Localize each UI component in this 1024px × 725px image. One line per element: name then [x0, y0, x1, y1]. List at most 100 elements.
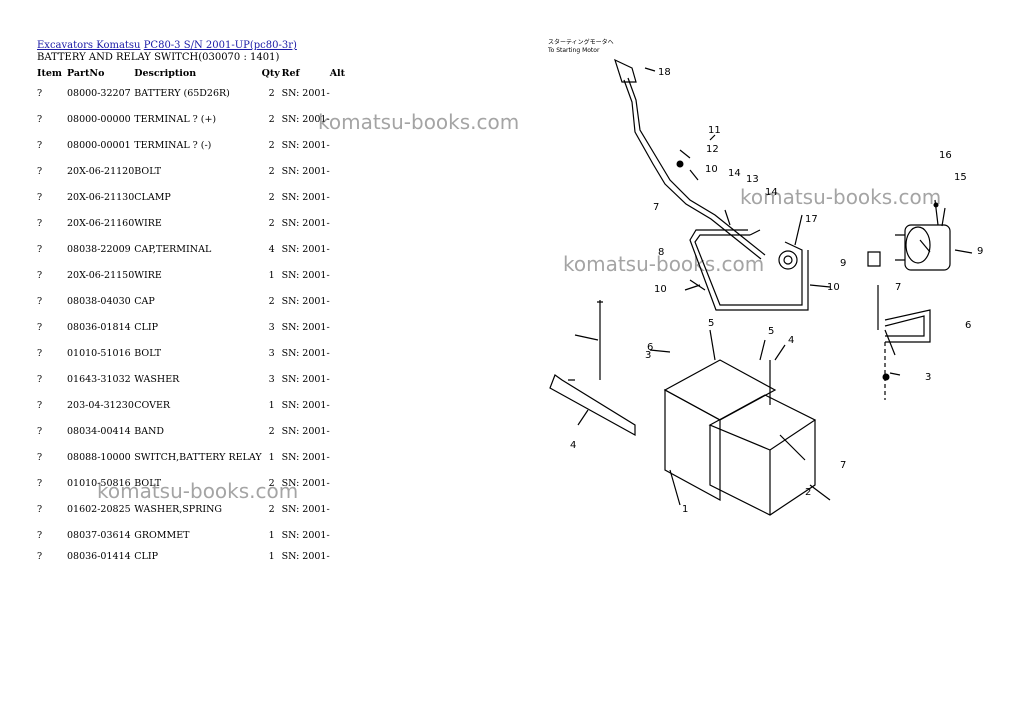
callout-label: 7: [895, 282, 901, 293]
wire-6: [884, 309, 931, 343]
breadcrumb-link-excavators[interactable]: Excavators Komatsu: [37, 40, 141, 51]
cell-item: ?: [37, 113, 43, 125]
cell-item: ?: [37, 477, 43, 489]
wire-loop-outline: [689, 229, 809, 311]
callout-label: 4: [570, 440, 576, 451]
cell-item: ?: [37, 347, 43, 359]
callout-label: 14: [765, 187, 778, 198]
cell-alt: [330, 522, 350, 548]
cell-partno: 20X-06-21130: [67, 191, 135, 203]
cell-item: ?: [37, 425, 43, 437]
cell-partno: 01602-20825: [67, 503, 131, 515]
cell-ref: SN: 2001-: [281, 347, 330, 359]
table-header-row: Item PartNo Description Qty Ref Alt: [37, 66, 350, 80]
cell-item: ?: [37, 87, 43, 99]
cell-qty: 3: [268, 373, 275, 385]
cell-ref: SN: 2001-: [281, 191, 330, 203]
cell-ref: SN: 2001-: [281, 87, 330, 99]
cell-qty: 2: [268, 113, 275, 125]
cell-ref: SN: 2001-: [281, 503, 330, 515]
cell-ref: SN: 2001-: [281, 477, 330, 489]
battery-right: [709, 420, 816, 516]
cell-ref: SN: 2001-: [281, 373, 330, 385]
breadcrumb-link-model[interactable]: PC80-3 S/N 2001-UP(pc80-3r): [143, 40, 297, 51]
callout-label: 7: [653, 202, 659, 213]
cell-qty: 2: [268, 425, 275, 437]
cell-item: ?: [37, 243, 43, 255]
cell-alt: [330, 418, 350, 444]
cell-item: ?: [37, 217, 43, 229]
cell-description: GROMMET: [134, 529, 190, 541]
callout-label: 10: [827, 282, 840, 293]
callout-label: 14: [728, 168, 741, 179]
cell-qty: 2: [268, 165, 275, 177]
cell-description: WASHER: [134, 373, 180, 385]
callout-label: 3: [645, 350, 651, 361]
callout-label: 1: [682, 504, 688, 515]
col-header-description: Description: [134, 67, 197, 79]
cell-description: BATTERY (65D26R): [134, 87, 230, 99]
callout-label: 12: [706, 144, 719, 155]
cell-qty: 2: [268, 191, 275, 203]
cell-description: BOLT: [134, 477, 162, 489]
caption-jp: スターティングモータへ: [548, 38, 614, 46]
callout-label: 5: [768, 326, 774, 337]
callout-label: 2: [805, 487, 811, 498]
cell-qty: 1: [268, 399, 275, 411]
cell-ref: SN: 2001-: [281, 451, 330, 463]
cell-partno: 08038-22009: [67, 243, 131, 255]
cell-partno: 01010-50816: [67, 477, 131, 489]
starter-cable: [627, 77, 766, 256]
section-title: BATTERY AND RELAY SWITCH(030070 : 1401): [37, 52, 280, 63]
cell-alt: [330, 314, 350, 340]
callout-label: 18: [658, 67, 671, 78]
grommet: [778, 250, 798, 270]
cell-item: ?: [37, 269, 43, 281]
callout-label: 5: [708, 318, 714, 329]
cell-alt: [330, 548, 350, 564]
cap-right: [867, 251, 881, 267]
col-header-item: Item: [37, 67, 62, 79]
cell-qty: 2: [268, 477, 275, 489]
cell-partno: 08038-04030: [67, 295, 131, 307]
cell-description: SWITCH,BATTERY RELAY: [134, 451, 262, 463]
cell-partno: 01010-51016: [67, 347, 131, 359]
cell-partno: 08000-00000: [67, 113, 131, 125]
cell-qty: 1: [268, 269, 275, 281]
cell-description: CLIP: [134, 550, 158, 562]
cell-ref: SN: 2001-: [281, 399, 330, 411]
cell-partno: 203-04-31230: [67, 399, 134, 411]
cell-ref: SN: 2001-: [281, 529, 330, 541]
cell-ref: SN: 2001-: [281, 139, 330, 151]
cell-ref: SN: 2001-: [281, 295, 330, 307]
cell-qty: 2: [268, 87, 275, 99]
cell-alt: [330, 496, 350, 522]
col-header-partno: PartNo: [67, 67, 105, 79]
cell-description: WIRE: [134, 269, 162, 281]
cell-description: COVER: [134, 399, 171, 411]
cell-description: CAP: [134, 295, 155, 307]
starter-cable-outline: [623, 79, 762, 260]
cell-item: ?: [37, 503, 43, 515]
callout-label: 10: [654, 284, 667, 295]
cell-ref: SN: 2001-: [281, 165, 330, 177]
cover: [549, 374, 636, 437]
cell-ref: SN: 2001-: [281, 550, 330, 562]
cell-alt: [330, 470, 350, 496]
cell-partno: 08037-03614: [67, 529, 131, 541]
col-header-qty: Qty: [261, 67, 280, 79]
parts-table: Item PartNo Description Qty Ref Alt ?080…: [37, 66, 350, 564]
cell-description: CLIP: [134, 321, 158, 333]
cell-ref: SN: 2001-: [281, 425, 330, 437]
cell-alt: [330, 158, 350, 184]
